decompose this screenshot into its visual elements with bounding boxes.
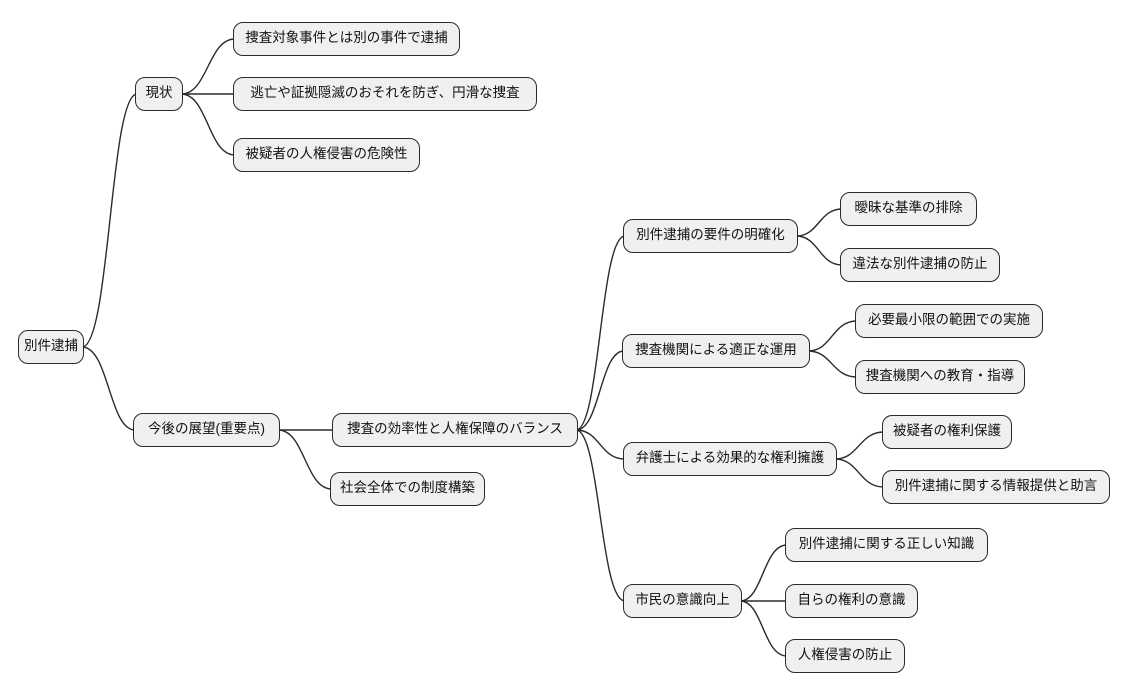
node-arrest-different-case: 捜査対象事件とは別の事件で逮捕 xyxy=(233,22,460,56)
edge-root-future-outlook xyxy=(81,346,136,431)
edge-balance-lawyer-advocacy xyxy=(575,429,626,460)
edge-balance-clarify-requirements xyxy=(575,235,626,431)
edge-future-outlook-society-institution xyxy=(277,429,333,490)
edge-citizen-prevent-violation xyxy=(739,600,788,657)
edge-operation-minimum-scope xyxy=(807,320,858,352)
node-prevent-escape-evidence: 逃亡や証拠隠滅のおそれを防ぎ、円滑な捜査 xyxy=(233,77,537,111)
node-current-status: 現状 xyxy=(135,77,183,111)
edge-operation-education-guidance xyxy=(807,350,858,378)
node-efficiency-rights-balance: 捜査の効率性と人権保障のバランス xyxy=(332,413,578,447)
edge-lawyer-suspect-rights xyxy=(834,431,885,460)
node-human-rights-risk: 被疑者の人権侵害の危険性 xyxy=(233,138,420,172)
edge-clarify-eliminate-vague xyxy=(795,208,843,237)
node-minimum-scope: 必要最小限の範囲での実施 xyxy=(855,304,1043,338)
node-root: 別件逮捕 xyxy=(18,330,84,364)
node-correct-knowledge: 別件逮捕に関する正しい知識 xyxy=(785,528,988,562)
node-citizen-awareness: 市民の意識向上 xyxy=(623,584,742,618)
node-info-and-advice: 別件逮捕に関する情報提供と助言 xyxy=(882,470,1110,504)
edge-balance-proper-operation xyxy=(575,350,625,431)
node-suspect-rights-protection: 被疑者の権利保護 xyxy=(882,415,1012,449)
edge-citizen-correct-knowledge xyxy=(739,544,788,602)
node-prevent-illegal-arrest: 違法な別件逮捕の防止 xyxy=(840,248,1000,282)
node-prevent-rights-violation: 人権侵害の防止 xyxy=(785,639,905,673)
node-own-rights-awareness: 自らの権利の意識 xyxy=(785,584,918,618)
node-lawyer-advocacy: 弁護士による効果的な権利擁護 xyxy=(623,442,837,476)
edge-root-current-status xyxy=(81,93,138,348)
node-clarify-requirements: 別件逮捕の要件の明確化 xyxy=(623,219,798,253)
node-society-institution-building: 社会全体での制度構築 xyxy=(330,472,485,506)
edge-balance-citizen-awareness xyxy=(575,429,626,602)
edge-current-status-arrest-different-case xyxy=(180,38,236,95)
edge-lawyer-info-advice xyxy=(834,458,885,488)
node-education-guidance: 捜査機関への教育・指導 xyxy=(855,360,1025,394)
node-future-outlook: 今後の展望(重要点) xyxy=(133,413,280,447)
node-eliminate-vague-standards: 曖昧な基準の排除 xyxy=(840,192,977,226)
node-proper-operation: 捜査機関による適正な運用 xyxy=(622,334,810,368)
edge-current-status-human-rights-risk xyxy=(180,93,236,156)
edge-clarify-prevent-illegal xyxy=(795,235,843,266)
